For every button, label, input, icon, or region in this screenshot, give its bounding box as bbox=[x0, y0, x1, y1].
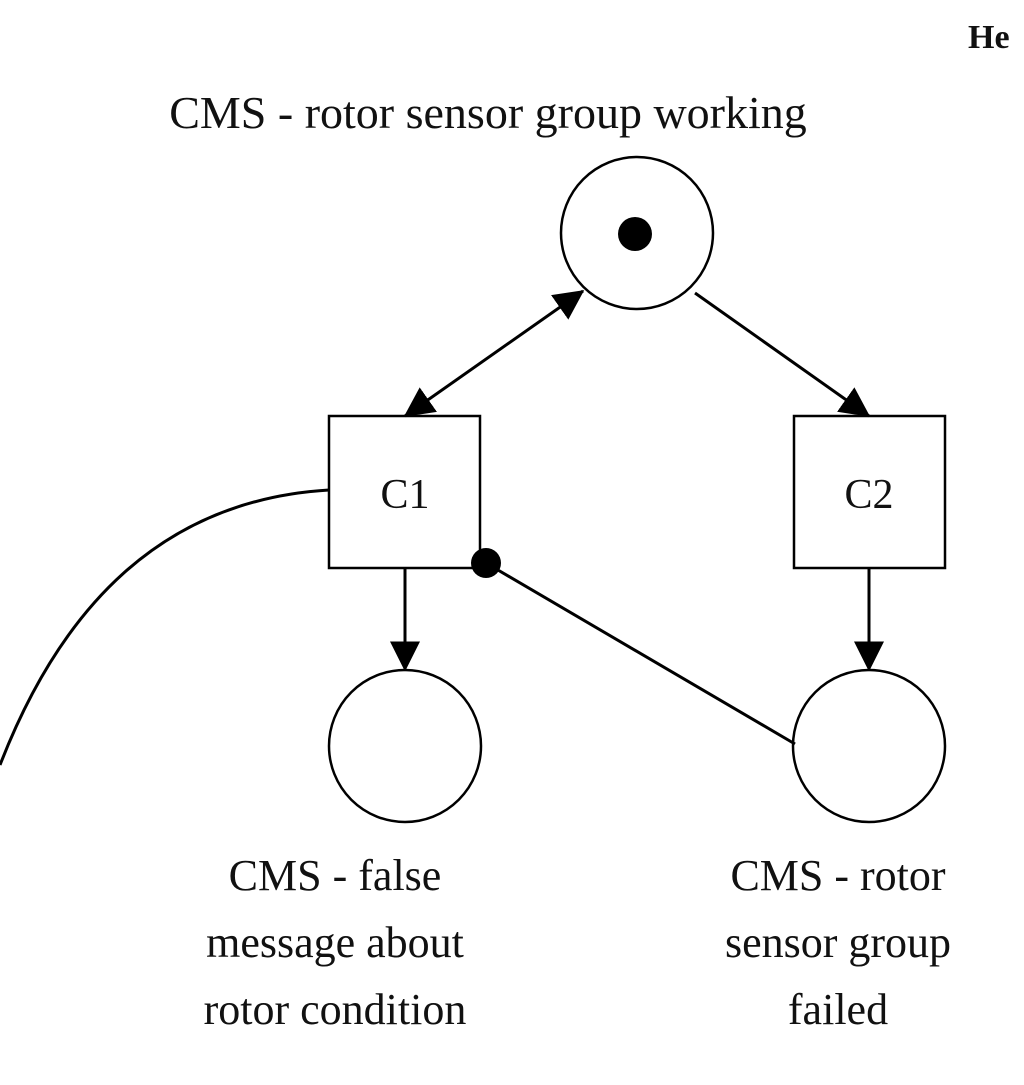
place-label-failed-line1: CMS - rotor bbox=[730, 851, 945, 900]
transition-c1-label: C1 bbox=[380, 472, 429, 518]
transition-c2-label: C2 bbox=[844, 472, 893, 518]
arc-c1-curve-offscreen bbox=[0, 488, 330, 766]
place-label-failed-line3: failed bbox=[788, 985, 888, 1034]
place-label-false-message-line1: CMS - false bbox=[229, 851, 442, 900]
place-false-message bbox=[327, 668, 483, 824]
place-sensor-failed bbox=[791, 668, 947, 824]
arc-working-c1-bidirectional bbox=[403, 289, 585, 418]
place-label-working: CMS - rotor sensor group working bbox=[169, 87, 807, 138]
header-fragment: He bbox=[968, 19, 1010, 56]
place-label-false-message-line3: rotor condition bbox=[204, 985, 467, 1034]
transition-c1 bbox=[327, 414, 482, 570]
place-label-failed-line2: sensor group bbox=[725, 918, 951, 967]
inhibitor-arc-failed-to-c1 bbox=[485, 561, 796, 746]
token bbox=[618, 217, 652, 251]
place-label-false-message-line2: message about bbox=[206, 918, 464, 967]
arc-working-to-c2 bbox=[694, 291, 871, 418]
inhibitor-dot bbox=[471, 548, 501, 578]
